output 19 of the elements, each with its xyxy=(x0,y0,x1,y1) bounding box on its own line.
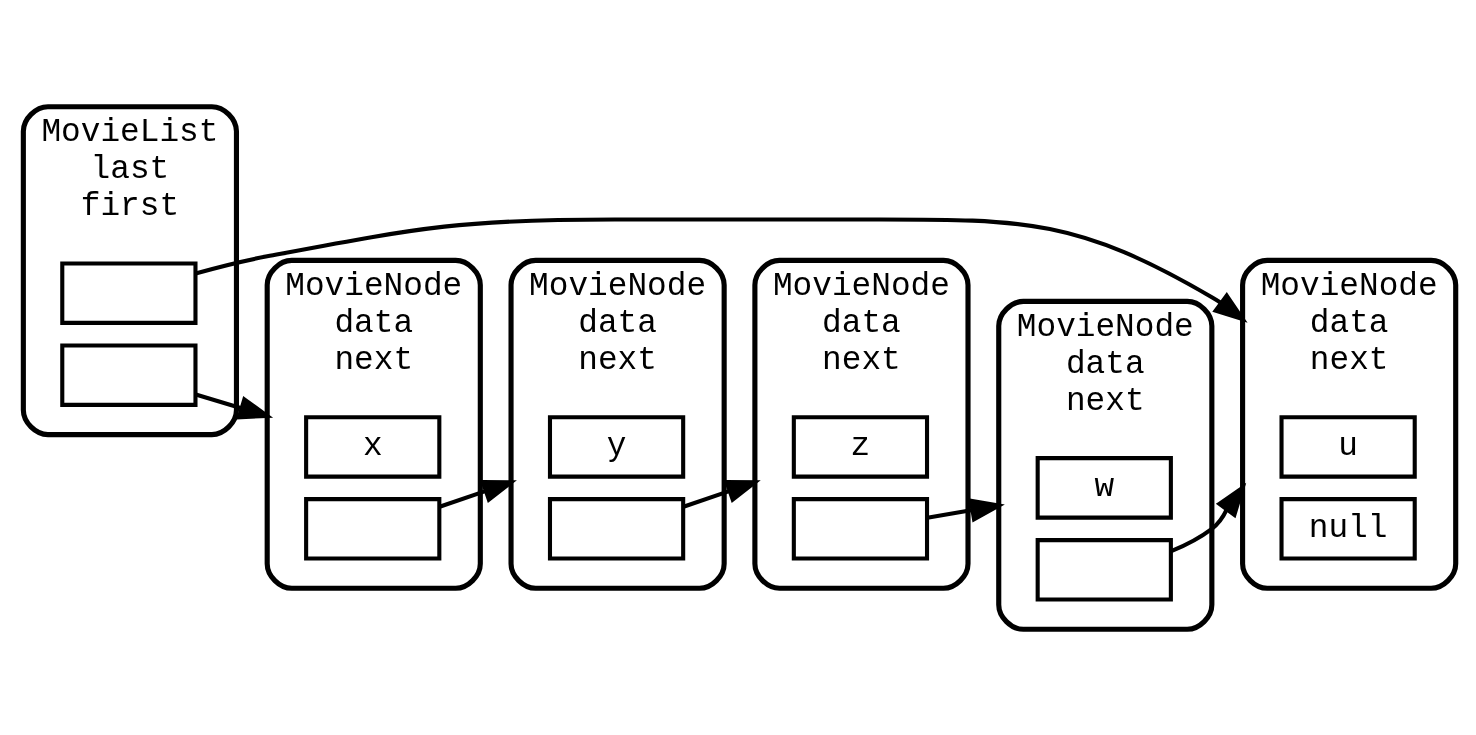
arrow xyxy=(926,497,1005,522)
node-box xyxy=(303,496,441,561)
node-box: x xyxy=(303,414,441,479)
node-box xyxy=(59,260,197,325)
node-box: y xyxy=(547,414,685,479)
node-box xyxy=(59,342,197,407)
node-box: u xyxy=(1279,414,1417,479)
arrow xyxy=(1169,482,1246,553)
arrow xyxy=(194,392,273,419)
arrow xyxy=(438,479,517,509)
node-box xyxy=(547,496,685,561)
arrow xyxy=(682,479,761,509)
node-box xyxy=(791,496,929,561)
node-box: null xyxy=(1279,496,1417,561)
node-box: w xyxy=(1035,455,1173,520)
node-box xyxy=(1035,537,1173,602)
cluster: MovieList last first xyxy=(20,103,239,437)
arrow xyxy=(194,216,1248,323)
node-box: z xyxy=(791,414,929,479)
